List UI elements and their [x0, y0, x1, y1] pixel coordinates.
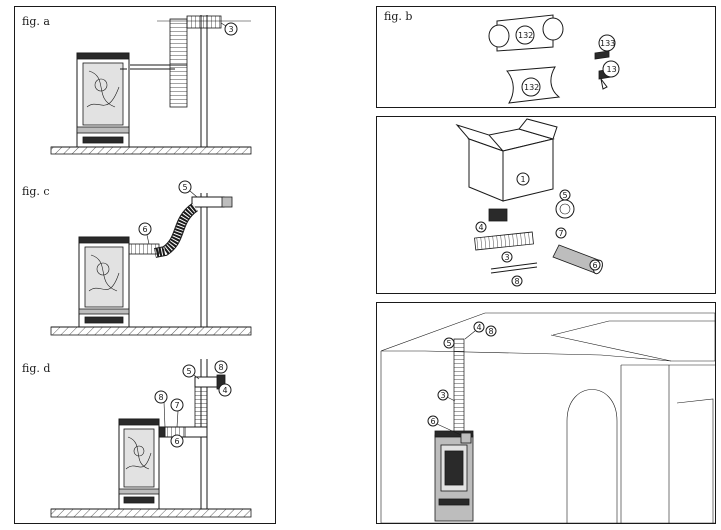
fig-d-callout-4: 4	[223, 386, 228, 395]
left-drawings: 3 5	[50, 15, 252, 518]
kit-drawing: 1 5 4 3 7 6 8	[455, 118, 603, 287]
fig-a-drawing: 3	[50, 15, 252, 155]
fig-d-callout-7: 7	[175, 401, 180, 410]
fig-a-callout-3	[224, 22, 238, 36]
install-callout-3: 3	[441, 391, 446, 400]
install-callout-4: 4	[477, 323, 482, 332]
installation-drawing: 4 8 5 3 6	[380, 312, 716, 524]
fig-d-label: fig. d	[22, 362, 51, 375]
kit-callout-8: 8	[515, 277, 520, 286]
fig-d-callout-6: 6	[175, 437, 180, 446]
fig-b-callout-132-top: 132	[518, 31, 533, 40]
fig-d-callout-8-top: 8	[219, 363, 224, 372]
fig-c-drawing: 5 6	[50, 180, 252, 336]
fig-b-callout-132-bottom: 132	[524, 83, 539, 92]
fig-b-label: fig. b	[384, 10, 413, 23]
kit-callout-1: 1	[521, 175, 526, 184]
panel-fig-b: fig. b 132 132 133 13	[376, 6, 716, 108]
install-callout-6: 6	[431, 417, 436, 426]
kit-callout-3: 3	[505, 253, 510, 262]
fig-a-label: fig. a	[22, 15, 50, 28]
fig-b-callout-133: 133	[600, 39, 615, 48]
kit-callout-4: 4	[479, 223, 484, 232]
kit-callout-7: 7	[559, 229, 564, 238]
panel-kit-contents: 1 5 4 3 7 6 8	[376, 116, 716, 294]
install-callout-8: 8	[489, 327, 494, 336]
kit-callout-6: 6	[593, 261, 598, 270]
fig-b-drawing: 132 132 133 13	[488, 14, 620, 104]
fig-d-drawing: 8 5 4 8 7 6	[50, 359, 252, 518]
fig-c-callout-5: 5	[183, 183, 188, 192]
fig-d-callout-5: 5	[187, 367, 192, 376]
panel-installation: 4 8 5 3 6	[376, 302, 716, 524]
fig-d-callout-8: 8	[159, 393, 164, 402]
fig-c-label: fig. c	[22, 185, 50, 198]
fig-b-callout-13: 13	[607, 65, 617, 74]
panel-left: fig. a fig. c fig. d	[14, 6, 276, 524]
kit-callout-5: 5	[563, 191, 568, 200]
fig-a-callout-3-text: 3	[229, 25, 234, 34]
install-callout-5: 5	[447, 339, 452, 348]
fig-c-callout-6: 6	[143, 225, 148, 234]
